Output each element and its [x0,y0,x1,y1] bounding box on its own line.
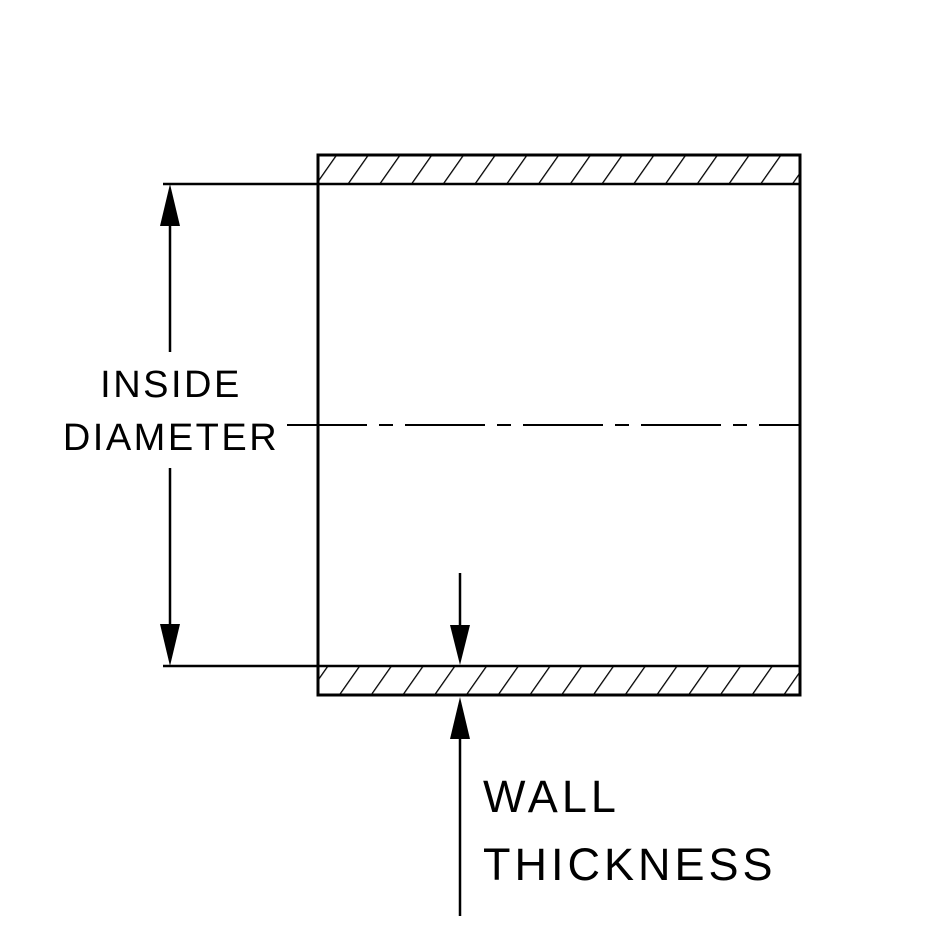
dimension-arrowhead-up-icon [160,184,180,226]
bottom-wall-hatch-band [316,664,802,697]
wall-thickness-label-line1: WALL [483,771,620,822]
wall-arrowhead-up-icon [450,697,470,739]
dimension-arrowhead-down-icon [160,624,180,666]
wall-thickness-label-line2: THICKNESS [483,839,777,890]
wall-arrowhead-down-icon [450,625,470,665]
inside-diameter-label-line2: DIAMETER [63,417,279,459]
inside-diameter-label-line1: INSIDE [100,364,242,406]
top-wall-hatch-band [316,153,802,186]
